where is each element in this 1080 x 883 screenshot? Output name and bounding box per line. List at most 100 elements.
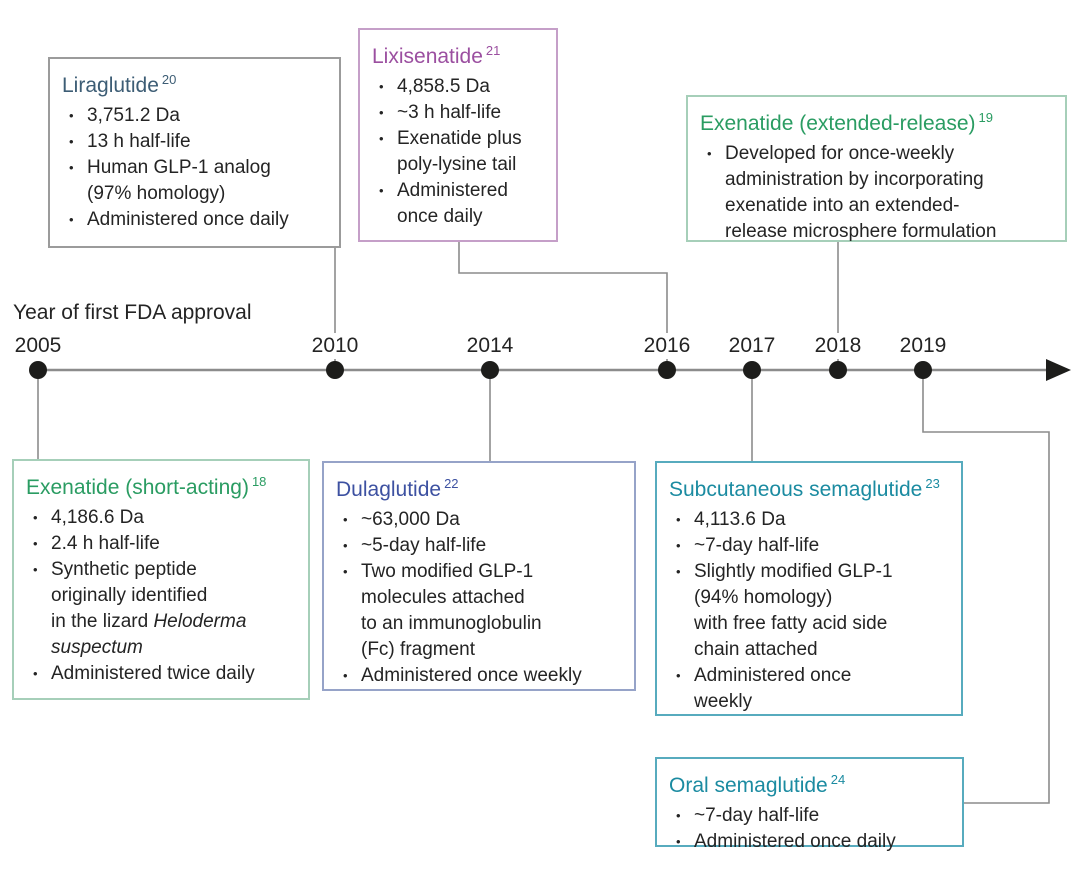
bullet-marker-icon: • — [33, 536, 38, 551]
bullet-text: 4,113.6 Da — [694, 509, 786, 530]
reference-superscript: 21 — [485, 43, 501, 58]
drug-details-list: • 4,113.6 Da • ~7-day half-life • Slightly mo… — [669, 507, 953, 715]
reference-superscript: 18 — [251, 474, 267, 489]
drug-title-text: Oral semaglutide — [669, 774, 828, 797]
bullet-text: 13 h half-life — [87, 131, 191, 152]
year-label-2005: 2005 — [0, 333, 84, 359]
bullet-marker-icon: • — [343, 538, 348, 553]
bullet-item: •~63,000 Da — [336, 507, 626, 533]
bullet-text: 4,186.6 Da — [51, 507, 144, 528]
bullet-item: • 3,751.2 Da — [62, 103, 331, 129]
bullet-marker-icon: • — [69, 212, 74, 227]
bullet-marker-icon: • — [379, 183, 384, 198]
bullet-item: •Administered once weekly — [669, 663, 953, 715]
bullet-text: ~5-day half-life — [361, 535, 487, 556]
year-dot-2019 — [914, 361, 932, 379]
year-label-2016: 2016 — [621, 333, 713, 359]
bullet-marker-icon: • — [676, 668, 681, 683]
drug-details-list: •4,186.6 Da•2.4 h half-life•Synthetic pe… — [26, 505, 300, 687]
bullet-text-segment: Synthetic peptide originally identified … — [51, 559, 208, 632]
drug-details-list: • ~7-day half-life • Administered once dail… — [669, 803, 954, 855]
bullet-marker-icon: • — [33, 666, 38, 681]
bullet-item: •Administered twice daily — [26, 661, 300, 687]
year-dot-2014 — [481, 361, 499, 379]
bullet-item: • ~7-day half-life — [669, 803, 954, 829]
bullet-item: • ~7-day half-life — [669, 533, 953, 559]
year-dot-2018 — [829, 361, 847, 379]
bullet-marker-icon: • — [676, 564, 681, 579]
drug-title-text: Liraglutide — [62, 74, 159, 97]
drug-title: Exenatide (extended-release)19 — [700, 104, 1057, 138]
year-dot-2010 — [326, 361, 344, 379]
drug-title-text: Exenatide (short-acting) — [26, 476, 249, 499]
bullet-text: 4,858.5 Da — [397, 76, 490, 97]
bullet-marker-icon: • — [676, 808, 681, 823]
year-dot-2016 — [658, 361, 676, 379]
bullet-text: Administered once daily — [87, 209, 289, 230]
bullet-text: Administered once weekly — [361, 665, 582, 686]
year-label-2010: 2010 — [289, 333, 381, 359]
year-dot-2005 — [29, 361, 47, 379]
bullet-text: Two modified GLP-1 molecules attached to… — [361, 561, 542, 660]
drug-details-list: • 3,751.2 Da • 13 h half-life •Human GLP-1 a… — [62, 103, 331, 233]
bullet-text: Developed for once-weekly administration… — [725, 143, 997, 242]
connector-2019-oral-semaglutide — [922, 370, 1050, 804]
drug-title-text: Dulaglutide — [336, 478, 442, 501]
bullet-text: 3,751.2 Da — [87, 105, 180, 126]
axis-arrowhead-icon — [1046, 359, 1071, 381]
drug-details-list: •~63,000 Da•~5-day half-life•Two modifie… — [336, 507, 626, 689]
bullet-text: Synthetic peptide originally identified … — [51, 557, 246, 661]
drug-title-text: Lixisenatide — [372, 45, 483, 68]
bullet-marker-icon: • — [676, 538, 681, 553]
bullet-marker-icon: • — [343, 512, 348, 527]
bullet-item: • Slightly modified GLP-1 (94% homology) … — [669, 559, 953, 663]
bullet-item: • Administered once daily — [372, 178, 548, 230]
bullet-text: Administered once daily — [694, 831, 896, 852]
bullet-item: • Administered once daily — [669, 829, 954, 855]
bullet-item: • Two modified GLP-1 molecules attached t… — [336, 559, 626, 663]
bullet-item: • Administered once weekly — [336, 663, 626, 689]
drug-title-text: Exenatide (extended-release) — [700, 112, 976, 135]
bullet-text: ~7-day half-life — [694, 805, 820, 826]
bullet-item: • 13 h half-life — [62, 129, 331, 155]
bullet-marker-icon: • — [343, 668, 348, 683]
drug-box-exenatide-extended-release: Exenatide (extended-release)19 • Develope… — [686, 95, 1067, 242]
bullet-text: Exenatide plus poly-lysine tail — [397, 128, 522, 175]
drug-title: Exenatide (short-acting)18 — [26, 468, 300, 502]
reference-superscript: 19 — [978, 110, 993, 125]
bullet-marker-icon: • — [676, 512, 681, 527]
year-label-2018: 2018 — [792, 333, 884, 359]
bullet-marker-icon: • — [379, 79, 384, 94]
bullet-item: •Human GLP-1 analog (97% homology) — [62, 155, 331, 207]
bullet-text: Administered once daily — [397, 180, 508, 227]
drug-details-list: • Developed for once-weekly administratio… — [700, 141, 1057, 245]
year-label-2019: 2019 — [877, 333, 969, 359]
bullet-item: •~3 h half-life — [372, 100, 548, 126]
axis-title: Year of first FDA approval — [13, 301, 252, 324]
bullet-marker-icon: • — [707, 146, 712, 161]
bullet-marker-icon: • — [69, 134, 74, 149]
drug-title-text: Subcutaneous semaglutide — [669, 478, 923, 501]
reference-superscript: 24 — [830, 772, 846, 787]
drug-box-exenatide-short-acting: Exenatide (short-acting)18 • 4,186.6 Da • 2… — [12, 459, 310, 700]
bullet-text: 2.4 h half-life — [51, 533, 160, 554]
bullet-item: •Exenatide plus poly-lysine tail — [372, 126, 548, 178]
bullet-marker-icon: • — [69, 108, 74, 123]
bullet-marker-icon: • — [676, 834, 681, 849]
bullet-item: • 4,858.5 Da — [372, 74, 548, 100]
bullet-marker-icon: • — [69, 160, 74, 175]
bullet-marker-icon: • — [343, 564, 348, 579]
bullet-text: Slightly modified GLP-1 (94% homology) w… — [694, 561, 893, 660]
connector-2016-lixisenatide — [458, 242, 668, 370]
bullet-text: ~7-day half-life — [694, 535, 820, 556]
